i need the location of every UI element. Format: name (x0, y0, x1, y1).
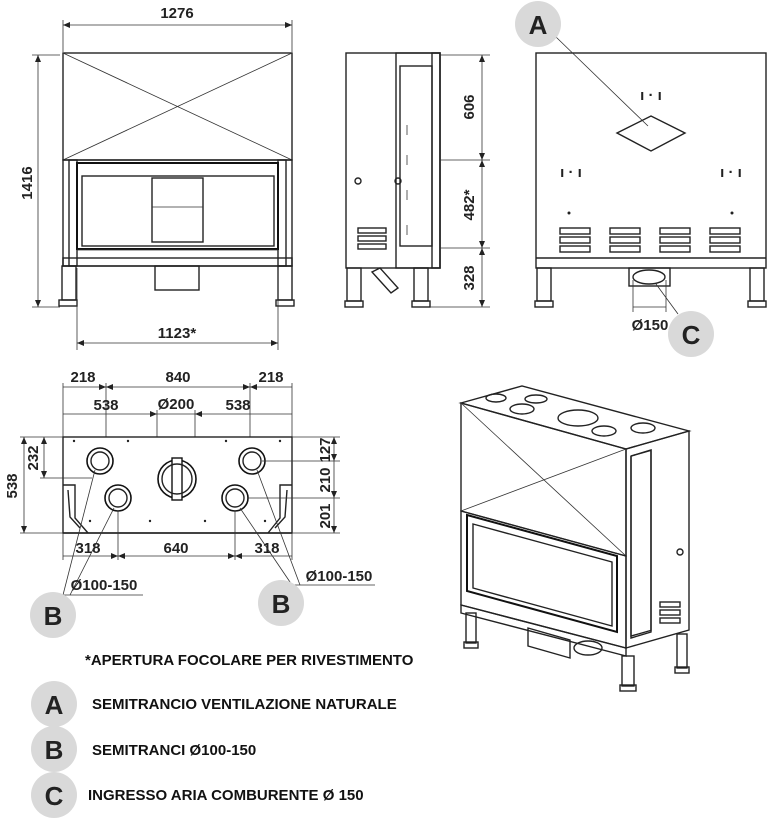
front-height-label: 1416 (19, 166, 36, 199)
top-dim-210: 210 (317, 467, 334, 492)
top-dim-218-left: 218 (70, 369, 95, 386)
legend-a-circle (31, 681, 77, 727)
legend: *APERTURA FOCOLARE PER RIVESTIMENTO A SE… (31, 652, 414, 818)
top-dim-127: 127 (317, 437, 334, 462)
callout-c-circle (668, 311, 714, 357)
top-dim-538-side: 538 (4, 473, 21, 498)
top-dim-200: Ø200 (158, 396, 195, 413)
svg-text:ı · ı: ı · ı (720, 164, 742, 181)
top-dim-218-right: 218 (258, 369, 283, 386)
top-dim-318-left: 318 (75, 540, 100, 557)
legend-c-text: INGRESSO ARIA COMBURENTE Ø 150 (88, 787, 364, 804)
top-dim-201: 201 (317, 503, 334, 528)
callout-c-letter: C (682, 320, 701, 350)
legend-a-text: SEMITRANCIO VENTILAZIONE NATURALE (92, 696, 397, 713)
side-bottom-label: 328 (461, 265, 478, 290)
top-dim-640: 640 (163, 540, 188, 557)
callout-a-letter: A (529, 10, 548, 40)
callout-b-left-letter: B (44, 601, 63, 631)
front-view: 1276 1416 1123* (19, 5, 295, 350)
legend-b-letter: B (45, 735, 64, 765)
callout-b-right-circle (258, 580, 304, 626)
top-dim-840: 840 (165, 369, 190, 386)
legend-b-text: SEMITRANCI Ø100-150 (92, 742, 256, 759)
top-dim-538-right: 538 (225, 397, 250, 414)
legend-note: *APERTURA FOCOLARE PER RIVESTIMENTO (85, 652, 414, 669)
side-middle-label: 482* (461, 189, 478, 220)
top-dim-538-left: 538 (93, 397, 118, 414)
b-left-label: Ø100-150 (71, 577, 138, 594)
legend-b-circle (31, 726, 77, 772)
callout-b-right-letter: B (272, 589, 291, 619)
side-view: 606 482* 328 (344, 52, 490, 308)
back-diameter-label: Ø150 (632, 317, 669, 334)
svg-text:ı · ı: ı · ı (560, 164, 582, 181)
isometric-view (458, 385, 692, 692)
b-right-label: Ø100-150 (306, 568, 373, 585)
callout-a-circle (515, 1, 561, 47)
front-opening-label: 1123* (158, 325, 197, 342)
back-view: ı · ı ı · ı ı · ı Ø150 (515, 1, 767, 357)
legend-c-letter: C (45, 781, 64, 811)
svg-text:ı · ı: ı · ı (640, 87, 662, 104)
side-top-label: 606 (461, 94, 478, 119)
legend-a-letter: A (45, 690, 64, 720)
front-width-label: 1276 (160, 5, 193, 22)
top-view: 218 840 218 538 Ø200 538 (4, 369, 375, 638)
callout-b-left-circle (30, 592, 76, 638)
legend-c-circle (31, 772, 77, 818)
top-dim-232: 232 (25, 445, 42, 470)
